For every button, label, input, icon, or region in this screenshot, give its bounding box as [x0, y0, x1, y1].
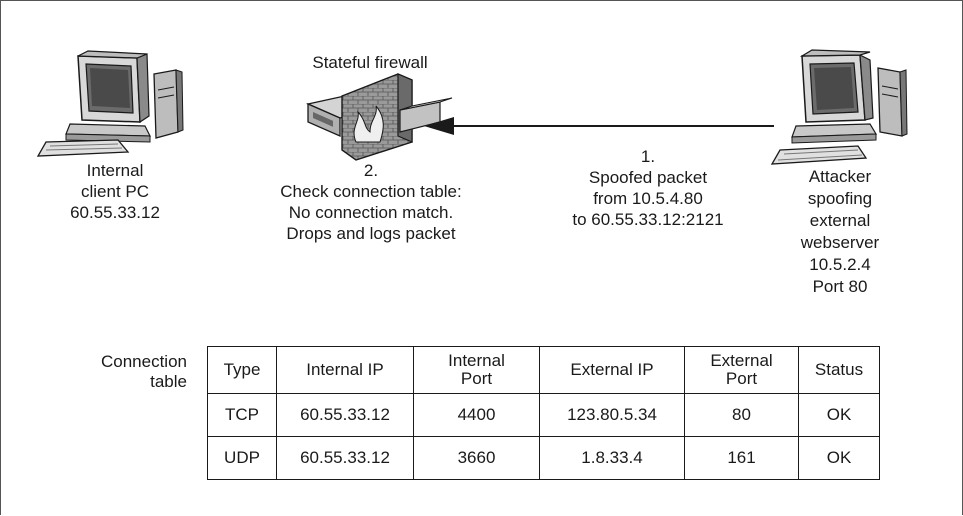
- client-line-1: Internal: [86, 161, 144, 180]
- cell-status: OK: [798, 393, 880, 437]
- connection-table-label-line-1: Connection: [100, 352, 187, 371]
- attacker-line-5: 10.5.2.4: [809, 255, 871, 274]
- firewall-icon: [305, 73, 453, 161]
- firewall-line-3: Drops and logs packet: [286, 224, 456, 243]
- connection-table-label: Connection table: [40, 352, 187, 392]
- header-status: Status: [798, 346, 880, 394]
- attacker-line-2: spoofing: [807, 189, 873, 208]
- attacker-computer-icon: [770, 49, 908, 165]
- header-external-ip: External IP: [539, 346, 685, 394]
- header-external-port: External Port: [684, 346, 799, 394]
- cell-internal-ip: 60.55.33.12: [276, 436, 414, 480]
- cell-external-port: 161: [684, 436, 799, 480]
- firewall-title: Stateful firewall: [312, 53, 428, 72]
- cell-external-ip: 123.80.5.34: [539, 393, 685, 437]
- connection-table: Type Internal IP Internal Port External …: [207, 346, 880, 480]
- cell-external-ip: 1.8.33.4: [539, 436, 685, 480]
- header-type: Type: [207, 346, 277, 394]
- table-header-row: Type Internal IP Internal Port External …: [207, 346, 880, 394]
- packet-line-3: to 60.55.33.12:2121: [572, 210, 724, 229]
- attacker-line-6: Port 80: [812, 277, 868, 296]
- cell-external-port: 80: [684, 393, 799, 437]
- internal-client-label: Internal client PC 60.55.33.12: [40, 160, 190, 223]
- cell-internal-port: 3660: [413, 436, 540, 480]
- attacker-label: Attacker spoofing external webserver 10.…: [780, 166, 900, 298]
- spoofed-packet-arrow: [424, 117, 774, 135]
- packet-line-1: Spoofed packet: [588, 168, 708, 187]
- attacker-line-4: webserver: [800, 233, 880, 252]
- firewall-line-1: Check connection table:: [280, 182, 462, 201]
- arrow-left-icon: [424, 117, 454, 135]
- connection-table-label-line-2: table: [150, 372, 187, 391]
- header-internal-port: Internal Port: [413, 346, 540, 394]
- client-line-2: client PC: [80, 182, 150, 201]
- packet-step-number: 1.: [640, 147, 656, 166]
- cell-type: UDP: [207, 436, 277, 480]
- header-internal-ip: Internal IP: [276, 346, 414, 394]
- attacker-line-3: external: [809, 211, 871, 230]
- client-computer-icon: [36, 50, 184, 157]
- firewall-line-2: No connection match.: [288, 203, 454, 222]
- attacker-line-1: Attacker: [808, 167, 872, 186]
- firewall-step-number: 2.: [363, 161, 379, 180]
- table-row: TCP 60.55.33.12 4400 123.80.5.34 80 OK: [207, 393, 880, 437]
- table-row: UDP 60.55.33.12 3660 1.8.33.4 161 OK: [207, 436, 880, 480]
- cell-internal-ip: 60.55.33.12: [276, 393, 414, 437]
- cell-internal-port: 4400: [413, 393, 540, 437]
- firewall-step-text: 2. Check connection table: No connection…: [230, 160, 512, 244]
- packet-line-2: from 10.5.4.80: [593, 189, 703, 208]
- cell-type: TCP: [207, 393, 277, 437]
- cell-status: OK: [798, 436, 880, 480]
- client-line-3: 60.55.33.12: [70, 203, 160, 222]
- spoofed-packet-label: 1. Spoofed packet from 10.5.4.80 to 60.5…: [548, 146, 748, 230]
